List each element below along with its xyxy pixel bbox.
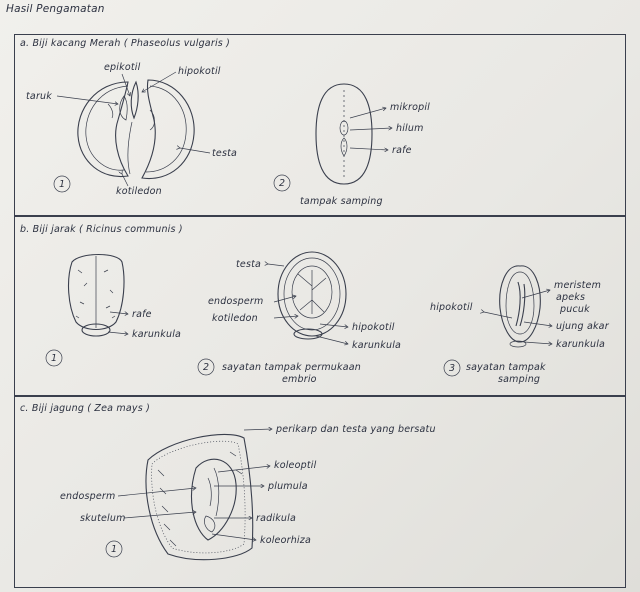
caption-embryo-line1: sayatan tampak permukaan bbox=[222, 362, 361, 373]
label-ujung-akar: ujung akar bbox=[556, 321, 609, 332]
label-testa-embryo: testa bbox=[236, 259, 261, 270]
label-koleoptil: koleoptil bbox=[274, 460, 316, 471]
caption-tampak-samping: tampak samping bbox=[300, 196, 383, 207]
label-skutelum: skutelum bbox=[80, 513, 126, 524]
caption-side-line1: sayatan tampak bbox=[466, 362, 546, 373]
label-radikula: radikula bbox=[256, 513, 296, 524]
label-endosperm-corn: endosperm bbox=[60, 491, 116, 502]
label-karunkula-embryo: karunkula bbox=[352, 340, 401, 351]
label-koleorhiza: koleorhiza bbox=[260, 535, 311, 546]
figure-b1-number: 1 bbox=[51, 353, 57, 364]
label-karunkula-side: karunkula bbox=[556, 339, 605, 350]
section-a-title: a. Biji kacang Merah ( Phaseolus vulgari… bbox=[20, 38, 230, 49]
caption-embryo-line2: embrio bbox=[282, 374, 317, 385]
label-hipokotil: hipokotil bbox=[178, 66, 221, 77]
label-kotiledon-embryo: kotiledon bbox=[212, 313, 258, 324]
label-taruk: taruk bbox=[26, 91, 52, 102]
label-endosperm-embryo: endosperm bbox=[208, 296, 264, 307]
bean-side-view-drawing bbox=[274, 84, 392, 191]
figure-a2-number: 2 bbox=[279, 178, 285, 189]
figure-b2-number: 2 bbox=[203, 362, 209, 373]
label-meristem-line3: pucuk bbox=[560, 304, 590, 315]
label-hilum: hilum bbox=[396, 123, 424, 134]
corn-kernel-drawing bbox=[106, 429, 272, 560]
figure-b3-number: 3 bbox=[449, 363, 455, 374]
label-mikropil: mikropil bbox=[390, 102, 430, 113]
label-epikotil: epikotil bbox=[104, 62, 140, 73]
section-c-title: c. Biji jagung ( Zea mays ) bbox=[20, 403, 150, 414]
label-meristem-line2: apeks bbox=[556, 292, 585, 303]
label-karunkula-castor: karunkula bbox=[132, 329, 181, 340]
label-hipokotil-embryo: hipokotil bbox=[352, 322, 395, 333]
label-kotiledon: kotiledon bbox=[116, 186, 162, 197]
label-testa: testa bbox=[212, 148, 237, 159]
castor-seed-drawing bbox=[46, 255, 128, 367]
caption-side-line2: samping bbox=[498, 374, 540, 385]
figure-c1-number: 1 bbox=[111, 544, 117, 555]
label-hipokotil-side: hipokotil bbox=[430, 302, 473, 313]
label-perikarp: perikarp dan testa yang bersatu bbox=[276, 424, 436, 435]
bean-seed-open-drawing bbox=[78, 80, 194, 179]
figure-a1-number: 1 bbox=[59, 179, 65, 190]
label-rafe-castor: rafe bbox=[132, 309, 152, 320]
label-meristem-line1: meristem bbox=[554, 280, 601, 291]
section-b-title: b. Biji jarak ( Ricinus communis ) bbox=[20, 224, 183, 235]
label-plumula: plumula bbox=[268, 481, 308, 492]
label-rafe: rafe bbox=[392, 145, 412, 156]
castor-side-section-drawing bbox=[444, 266, 552, 376]
